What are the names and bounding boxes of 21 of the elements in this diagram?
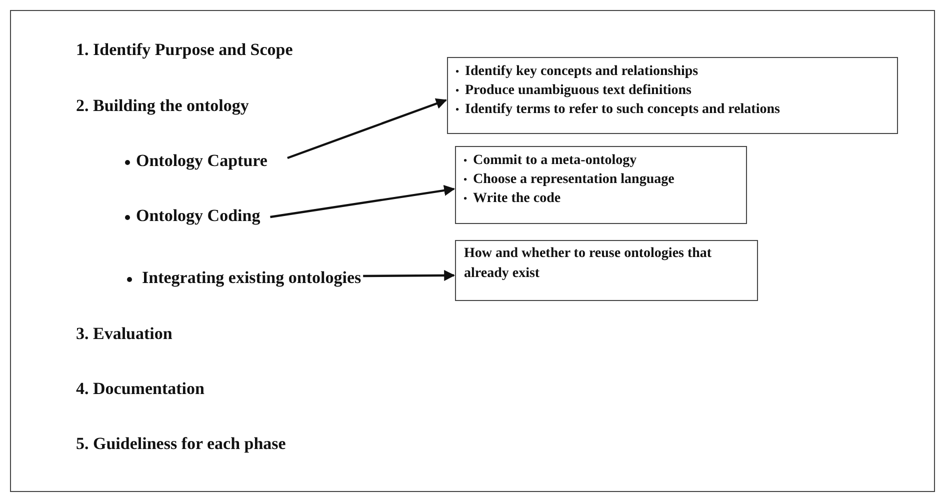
description-text: How and whether to reuse ontologies that already exist bbox=[464, 245, 713, 283]
sub-step-text: Ontology Capture bbox=[136, 151, 268, 171]
bullet-point: Commit to a meta-ontology bbox=[473, 153, 637, 168]
bullet-point: Identify key concepts and relationships bbox=[465, 64, 698, 79]
arrow bbox=[270, 184, 456, 218]
step-heading: 4. Documentation bbox=[76, 379, 204, 399]
detail-box bbox=[455, 240, 758, 301]
step-heading: 1. Identify Purpose and Scope bbox=[76, 40, 293, 60]
bullet-point: Produce unambiguous text definitions bbox=[465, 83, 692, 98]
sub-step-text: Ontology Coding bbox=[136, 206, 260, 226]
bullet-point: Identify terms to refer to such concepts and relations bbox=[465, 102, 780, 117]
detail-box bbox=[455, 146, 747, 224]
step-heading: 2. Building the ontology bbox=[76, 96, 249, 116]
step-heading: 5. Guideliness for each phase bbox=[76, 434, 286, 454]
bullet-point: Write the code bbox=[473, 191, 561, 206]
sub-step-text: Integrating existing ontologies bbox=[142, 268, 362, 288]
arrow bbox=[287, 98, 448, 160]
bullet-point: Choose a representation language bbox=[473, 172, 674, 187]
step-heading: 3. Evaluation bbox=[76, 324, 172, 344]
detail-box bbox=[447, 57, 898, 134]
arrow bbox=[363, 270, 456, 281]
